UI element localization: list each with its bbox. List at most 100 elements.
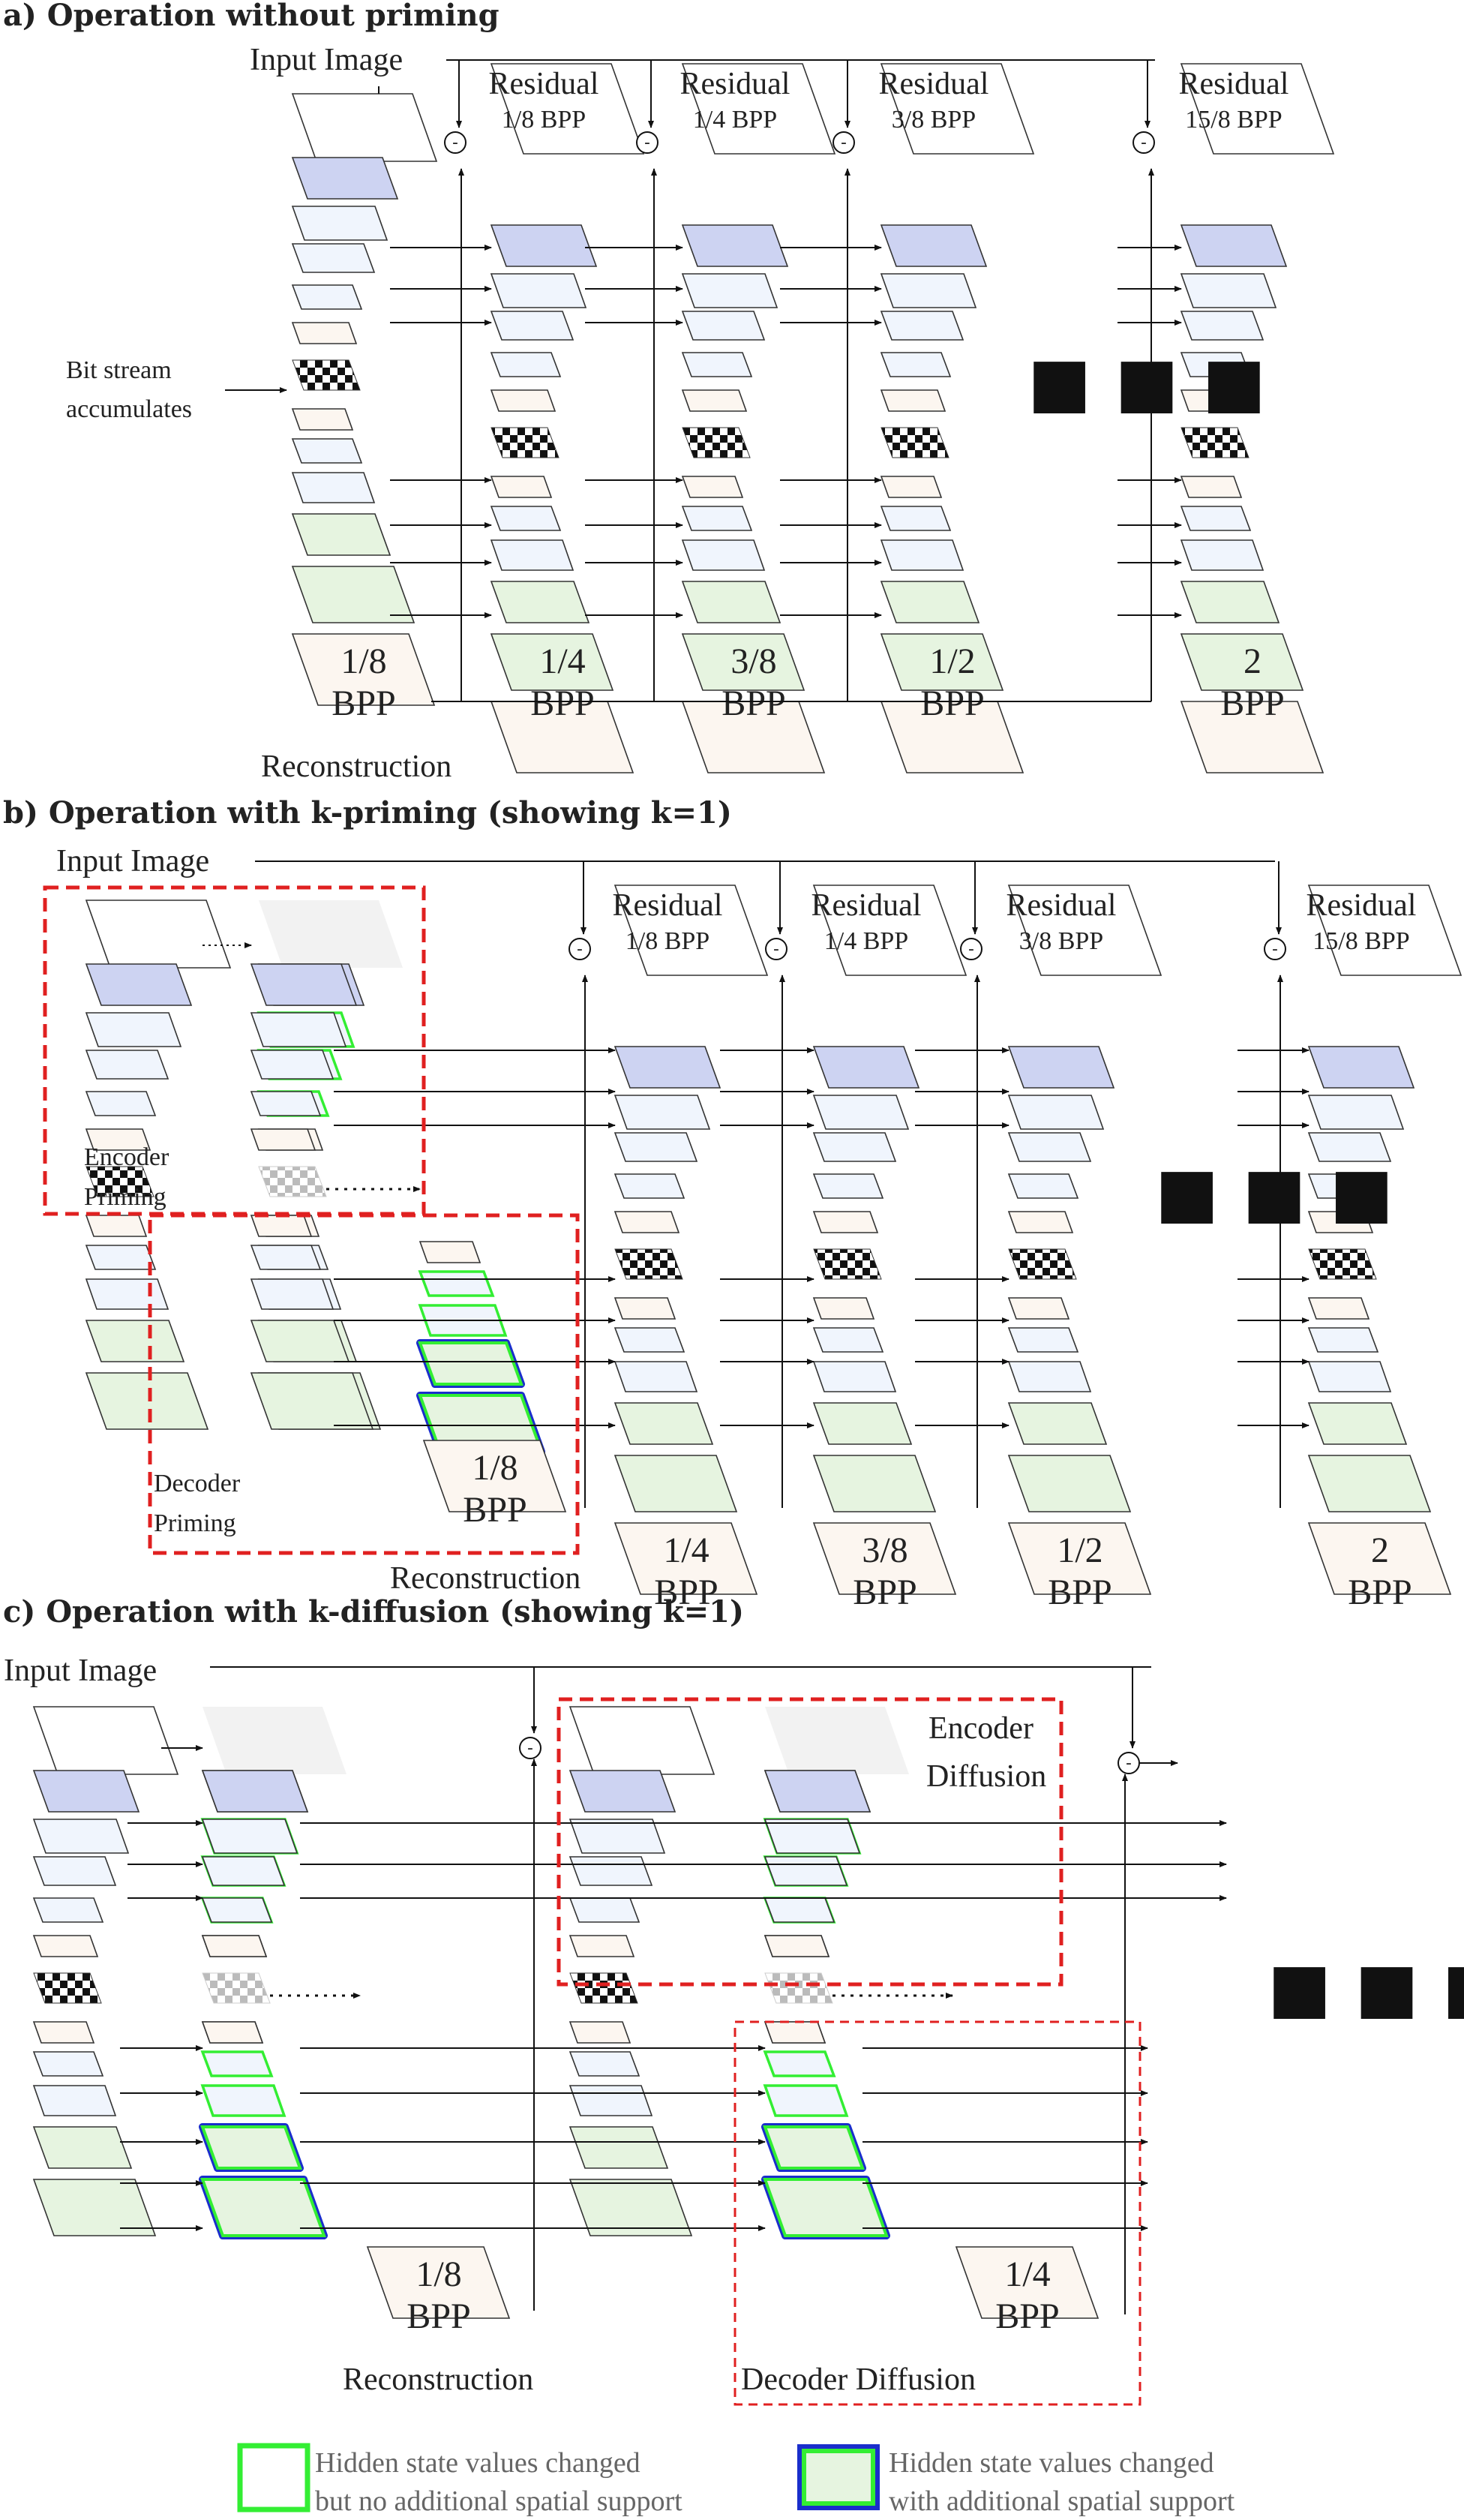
b-col4-d3 bbox=[1307, 1402, 1408, 1445]
b-col2-d1 bbox=[812, 1327, 884, 1353]
encoder-priming-label-1: Encoder bbox=[84, 1143, 170, 1171]
c-col3dec-d4 bbox=[763, 2178, 889, 2237]
b-col4-d4 bbox=[1307, 1455, 1432, 1512]
a-col3-d3 bbox=[880, 581, 980, 623]
a-minus-3 bbox=[1132, 131, 1155, 154]
b-col4-e1 bbox=[1307, 1046, 1415, 1089]
section-a-bitstream-label-2: accumulates bbox=[66, 395, 192, 423]
a-col1-e2 bbox=[490, 273, 587, 308]
a-col3-d2 bbox=[880, 539, 964, 571]
section-c-reconstruction-label: Reconstruction bbox=[343, 2362, 533, 2397]
b-col2-bits bbox=[813, 1248, 882, 1280]
a-col4-out bbox=[1180, 701, 1324, 773]
b-decgreen-d1 bbox=[418, 1270, 495, 1297]
a-col3-bpp-num: 1/2 bbox=[929, 641, 975, 681]
a-col2-d2 bbox=[681, 539, 766, 571]
decoder-diffusion-label: Decoder Diffusion bbox=[741, 2362, 976, 2397]
a-col3-d4 bbox=[880, 633, 1004, 691]
a-minus-0 bbox=[444, 131, 466, 154]
a-col2-bin bbox=[681, 389, 748, 412]
a-col0-e2 bbox=[291, 206, 388, 241]
b-decprime0-d1 bbox=[250, 1245, 322, 1270]
a-col4-bits bbox=[1180, 427, 1250, 458]
a-col2-d1 bbox=[681, 506, 753, 531]
c-bpp1-unit: BPP bbox=[406, 2296, 470, 2336]
c-col1dec-d0 bbox=[201, 2021, 264, 2044]
a-col2-bpp-unit: BPP bbox=[722, 683, 785, 723]
a-col2-d3 bbox=[681, 581, 782, 623]
b-col1-bin bbox=[614, 1211, 680, 1233]
c-col1-bits-ghost bbox=[202, 1972, 271, 2004]
b-col3-e3 bbox=[1007, 1132, 1092, 1162]
a-col2-e3 bbox=[681, 311, 766, 341]
b-col1-e4 bbox=[614, 1173, 686, 1199]
a-col3-residual-label: Residual bbox=[879, 67, 989, 101]
encoder-diffusion-label-2: Diffusion bbox=[926, 1759, 1046, 1794]
c-col2-d2 bbox=[568, 2085, 653, 2116]
c-col3dec-d2 bbox=[763, 2084, 849, 2117]
a-col3-residual-bpp: 3/8 BPP bbox=[892, 106, 976, 134]
c-col0-d2 bbox=[32, 2085, 117, 2116]
a-col4-bpp-unit: BPP bbox=[1220, 683, 1284, 723]
c-col2-e3 bbox=[568, 1856, 653, 1886]
b-col3-bits bbox=[1008, 1248, 1077, 1280]
section-b-reconstruction-label: Reconstruction bbox=[390, 1561, 580, 1596]
b-col4-d2 bbox=[1307, 1361, 1392, 1392]
section-a-bitstream-label-1: Bit stream bbox=[66, 356, 172, 384]
a-col2-e1 bbox=[681, 224, 789, 267]
b-col2-e2 bbox=[812, 1095, 910, 1130]
a-minus-0-sign: - bbox=[452, 134, 458, 152]
c-col2-input bbox=[568, 1706, 716, 1775]
c-col0-e4 bbox=[32, 1897, 104, 1923]
b-col4-out bbox=[1307, 1522, 1452, 1595]
a-col3-e3 bbox=[880, 311, 964, 341]
a-col1-d3 bbox=[490, 581, 590, 623]
c-col1dec-e1 bbox=[201, 1770, 309, 1813]
a-col1-residual-bpp: 1/8 BPP bbox=[502, 106, 586, 134]
a-col2-residual-label: Residual bbox=[680, 67, 790, 101]
encoder-diffusion-label-1: Encoder bbox=[928, 1711, 1034, 1746]
b-col1-e2 bbox=[614, 1095, 711, 1130]
b-prime0-input bbox=[85, 900, 232, 969]
c-minus-0-sign: - bbox=[527, 1739, 533, 1758]
c-col1dec-d3 bbox=[200, 2125, 302, 2170]
b-col1-d3 bbox=[614, 1402, 714, 1445]
a-col1-e1 bbox=[490, 224, 598, 267]
b-col3-out bbox=[1007, 1522, 1152, 1595]
b-prime0-e2 bbox=[85, 1012, 182, 1047]
c-col3-bits-ghost bbox=[764, 1972, 833, 2004]
b-minus-2-sign: - bbox=[968, 940, 974, 959]
a-col0-e4 bbox=[291, 284, 363, 310]
b-col3-e4 bbox=[1007, 1173, 1079, 1199]
a-col3-d0 bbox=[880, 476, 943, 498]
a-minus-3-sign: - bbox=[1141, 134, 1147, 152]
b-decgreen-d0 bbox=[418, 1241, 482, 1263]
section-b-ellipsis: ■ ■ ■ bbox=[1155, 1153, 1394, 1232]
a-col2-residual-bpp: 1/4 BPP bbox=[693, 106, 777, 134]
a-col4-d0 bbox=[1180, 476, 1243, 498]
a-col4-residual bbox=[1180, 63, 1335, 155]
a-col1-bits bbox=[490, 427, 560, 458]
b-col2-residual-bpp: 1/4 BPP bbox=[824, 927, 908, 955]
b-col4-bpp-num: 2 bbox=[1371, 1530, 1389, 1570]
c-col1dec-e3 bbox=[201, 1856, 286, 1886]
a-col0-bin bbox=[291, 322, 358, 344]
a-col1-e4 bbox=[490, 352, 562, 377]
a-col1-d4 bbox=[490, 633, 614, 691]
legend-blue-swatch-inner bbox=[806, 2453, 871, 2501]
b-col2-d0 bbox=[812, 1297, 875, 1320]
a-col2-residual bbox=[681, 63, 836, 155]
a-col4-d2 bbox=[1180, 539, 1264, 571]
b-col0-bpp-unit: BPP bbox=[463, 1490, 526, 1530]
b-decprime0-bin bbox=[250, 1128, 316, 1151]
b-col2-bpp-unit: BPP bbox=[853, 1572, 916, 1612]
c-col1dec-e2 bbox=[201, 1819, 298, 1854]
b-col2-d2 bbox=[812, 1361, 897, 1392]
section-a-input-label: Input Image bbox=[250, 43, 403, 77]
b-col4-e4 bbox=[1307, 1173, 1379, 1199]
a-col3-d1 bbox=[880, 506, 952, 531]
b-col1-d4 bbox=[614, 1455, 738, 1512]
section-b-input-label: Input Image bbox=[56, 844, 209, 879]
b-col1-e1 bbox=[614, 1046, 722, 1089]
